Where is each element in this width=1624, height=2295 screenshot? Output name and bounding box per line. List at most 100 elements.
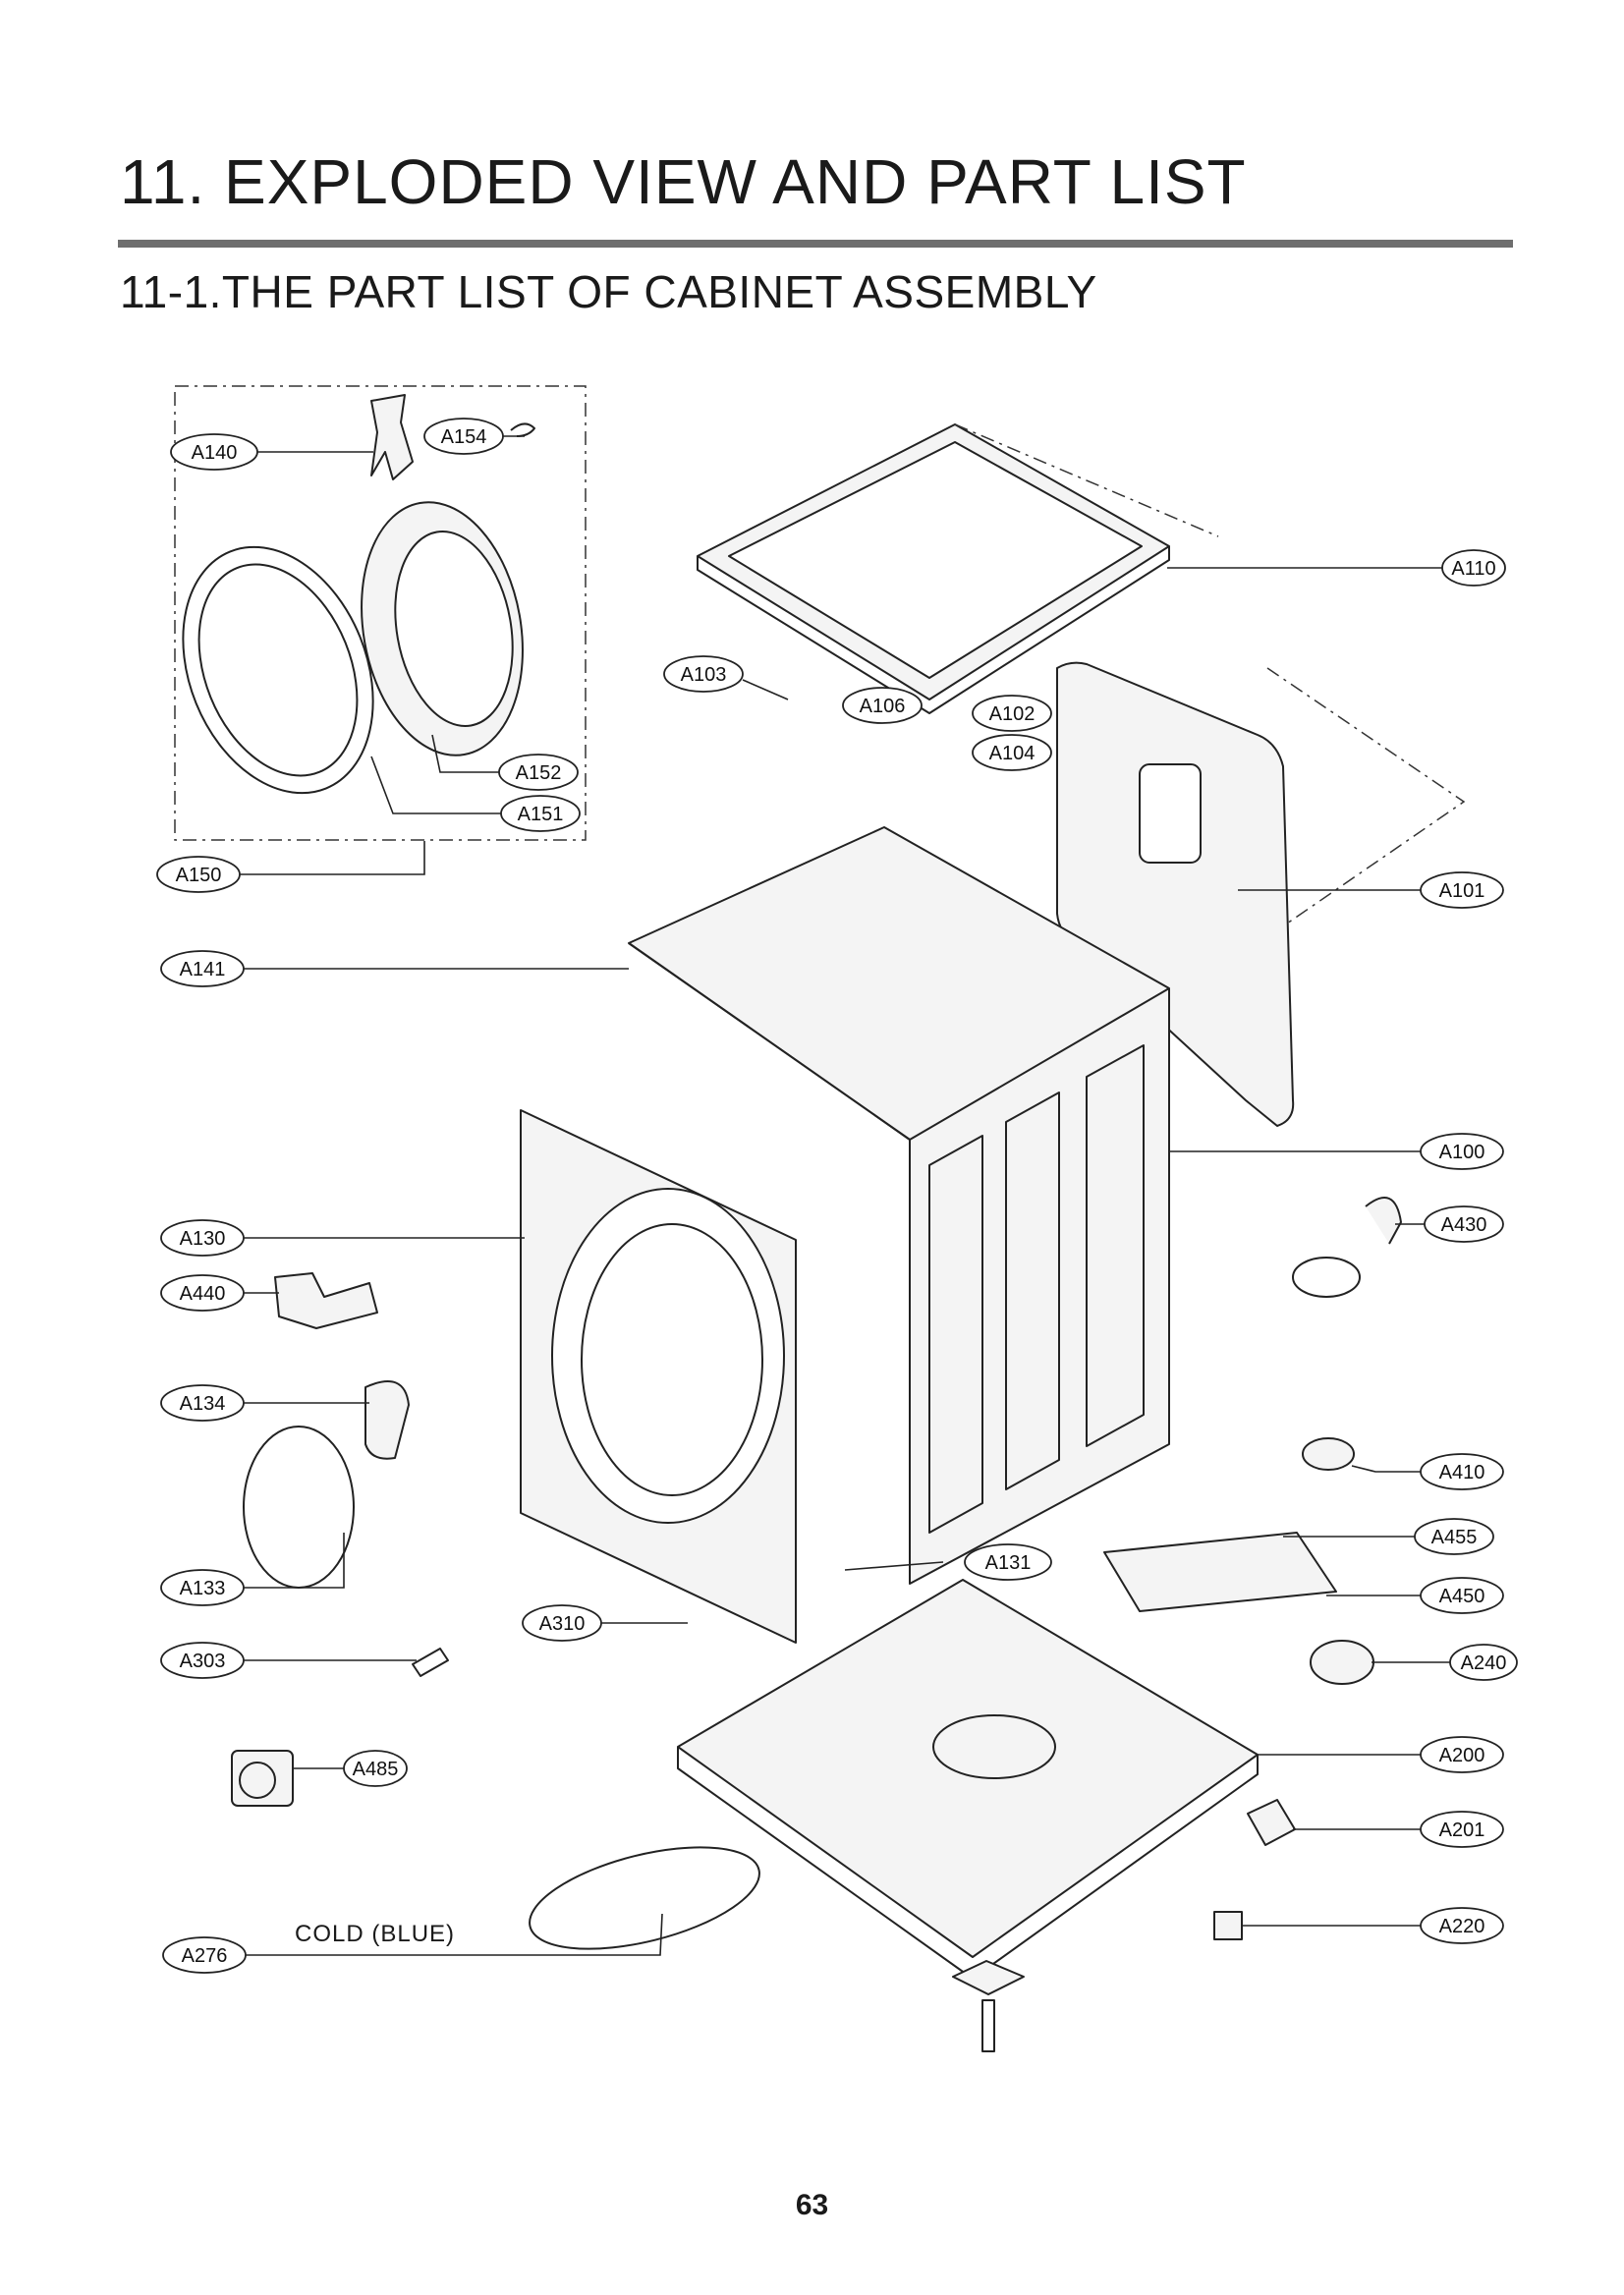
svg-text:A240: A240 bbox=[1461, 1652, 1507, 1674]
door-hinge-part bbox=[370, 394, 414, 480]
svg-text:A101: A101 bbox=[1439, 880, 1485, 902]
svg-text:A276: A276 bbox=[182, 1945, 228, 1967]
callout-a101: A101 bbox=[1420, 871, 1504, 909]
top-plate-edge bbox=[697, 546, 1170, 714]
side-panel-rib-1 bbox=[928, 1135, 983, 1534]
callout-a152: A152 bbox=[498, 754, 579, 791]
callout-a410: A410 bbox=[1420, 1453, 1504, 1490]
svg-text:A130: A130 bbox=[180, 1228, 226, 1250]
base-frame-part bbox=[677, 1579, 1259, 1958]
callout-a102: A102 bbox=[972, 695, 1052, 732]
svg-text:A440: A440 bbox=[180, 1283, 226, 1305]
callout-a100: A100 bbox=[1420, 1133, 1504, 1170]
callout-a134: A134 bbox=[160, 1384, 245, 1422]
side-panel-rib-3 bbox=[1086, 1044, 1145, 1447]
svg-text:A110: A110 bbox=[1451, 558, 1495, 580]
pcb-assembly-part bbox=[1103, 1532, 1337, 1612]
callout-a485: A485 bbox=[343, 1750, 408, 1787]
callout-a240: A240 bbox=[1449, 1644, 1518, 1681]
pressure-switch-part bbox=[1302, 1437, 1355, 1471]
door-frame-inner bbox=[394, 531, 514, 727]
leader-A276 bbox=[242, 1913, 663, 1956]
svg-text:A152: A152 bbox=[516, 762, 562, 784]
hook-part bbox=[510, 422, 535, 437]
svg-text:A201: A201 bbox=[1439, 1819, 1485, 1841]
foot-bracket-part bbox=[952, 1960, 1025, 1995]
cabinet-top-edge bbox=[909, 987, 1170, 1141]
inlet-hose-part bbox=[529, 1846, 760, 1950]
svg-text:A430: A430 bbox=[1441, 1214, 1487, 1236]
callout-a220: A220 bbox=[1420, 1907, 1504, 1944]
leveling-foot-part bbox=[1213, 1911, 1243, 1940]
callout-a130: A130 bbox=[160, 1219, 245, 1257]
svg-text:A150: A150 bbox=[176, 865, 222, 886]
svg-text:A134: A134 bbox=[180, 1393, 226, 1415]
spring-part bbox=[412, 1648, 449, 1677]
base-center-ring bbox=[932, 1714, 1056, 1779]
door-glass-outer bbox=[182, 545, 374, 795]
svg-text:A450: A450 bbox=[1439, 1586, 1485, 1607]
cabinet-top-edge-left bbox=[628, 942, 911, 1141]
callout-a151: A151 bbox=[500, 795, 581, 832]
side-panel-rib-2 bbox=[1005, 1092, 1060, 1490]
door-assembly-box bbox=[174, 385, 587, 841]
leader-A410 bbox=[1351, 1465, 1421, 1473]
callout-a455: A455 bbox=[1414, 1518, 1494, 1555]
callout-a141: A141 bbox=[160, 950, 245, 987]
top-plate-guide bbox=[954, 423, 1219, 537]
callout-a150: A150 bbox=[156, 856, 241, 893]
bracket-part bbox=[1247, 1799, 1296, 1846]
top-plate-inner bbox=[728, 441, 1143, 679]
filter-pump-part bbox=[231, 1750, 294, 1807]
callout-a310: A310 bbox=[522, 1604, 602, 1642]
svg-text:A485: A485 bbox=[353, 1759, 399, 1780]
svg-text:A100: A100 bbox=[1439, 1142, 1485, 1163]
svg-text:A310: A310 bbox=[539, 1613, 586, 1635]
svg-text:A220: A220 bbox=[1439, 1916, 1485, 1937]
front-panel-door-opening bbox=[551, 1188, 785, 1524]
leader-A152 bbox=[431, 734, 499, 773]
power-cord-coil bbox=[1292, 1257, 1361, 1298]
callout-a140: A140 bbox=[170, 433, 258, 471]
svg-text:A102: A102 bbox=[989, 703, 1036, 725]
svg-text:A410: A410 bbox=[1439, 1462, 1485, 1483]
callout-a133: A133 bbox=[160, 1569, 245, 1606]
noise-filter-part bbox=[1310, 1640, 1374, 1685]
callout-a106: A106 bbox=[842, 687, 923, 724]
leader-A103 bbox=[742, 679, 789, 700]
svg-text:A104: A104 bbox=[989, 743, 1036, 764]
rear-panel-guide bbox=[1266, 667, 1466, 924]
svg-text:A133: A133 bbox=[180, 1578, 226, 1599]
svg-text:A455: A455 bbox=[1431, 1527, 1478, 1548]
door-lock-part bbox=[274, 1272, 378, 1329]
callout-a104: A104 bbox=[972, 734, 1052, 771]
callout-a303: A303 bbox=[160, 1642, 245, 1679]
callout-a154: A154 bbox=[423, 418, 504, 455]
svg-text:A131: A131 bbox=[985, 1552, 1032, 1574]
clamp-ring-part bbox=[243, 1426, 355, 1589]
subsection-title: 11-1.THE PART LIST OF CABINET ASSEMBLY bbox=[120, 266, 1097, 317]
leader-A133 bbox=[242, 1533, 345, 1589]
callout-a201: A201 bbox=[1420, 1811, 1504, 1848]
svg-text:A154: A154 bbox=[441, 426, 487, 448]
svg-text:A141: A141 bbox=[180, 959, 226, 980]
leader-A150 bbox=[238, 841, 425, 875]
section-title: 11. EXPLODED VIEW AND PART LIST bbox=[120, 146, 1247, 217]
callout-a276: A276 bbox=[162, 1936, 247, 1974]
foot-bolt-part bbox=[981, 1999, 995, 2052]
svg-text:A200: A200 bbox=[1439, 1745, 1485, 1766]
svg-text:A106: A106 bbox=[860, 696, 906, 717]
svg-text:A103: A103 bbox=[681, 664, 727, 686]
svg-text:A151: A151 bbox=[518, 804, 564, 825]
callout-a440: A440 bbox=[160, 1274, 245, 1312]
filter-pump-fan bbox=[239, 1762, 276, 1799]
rear-panel-window bbox=[1139, 763, 1202, 864]
title-divider bbox=[118, 240, 1513, 248]
cold-hose-label: COLD (BLUE) bbox=[295, 1921, 456, 1947]
leader-A151 bbox=[370, 756, 501, 814]
door-glass-inner bbox=[197, 563, 359, 777]
callout-a131: A131 bbox=[964, 1543, 1052, 1581]
callout-a450: A450 bbox=[1420, 1577, 1504, 1614]
handle-part bbox=[364, 1380, 410, 1460]
